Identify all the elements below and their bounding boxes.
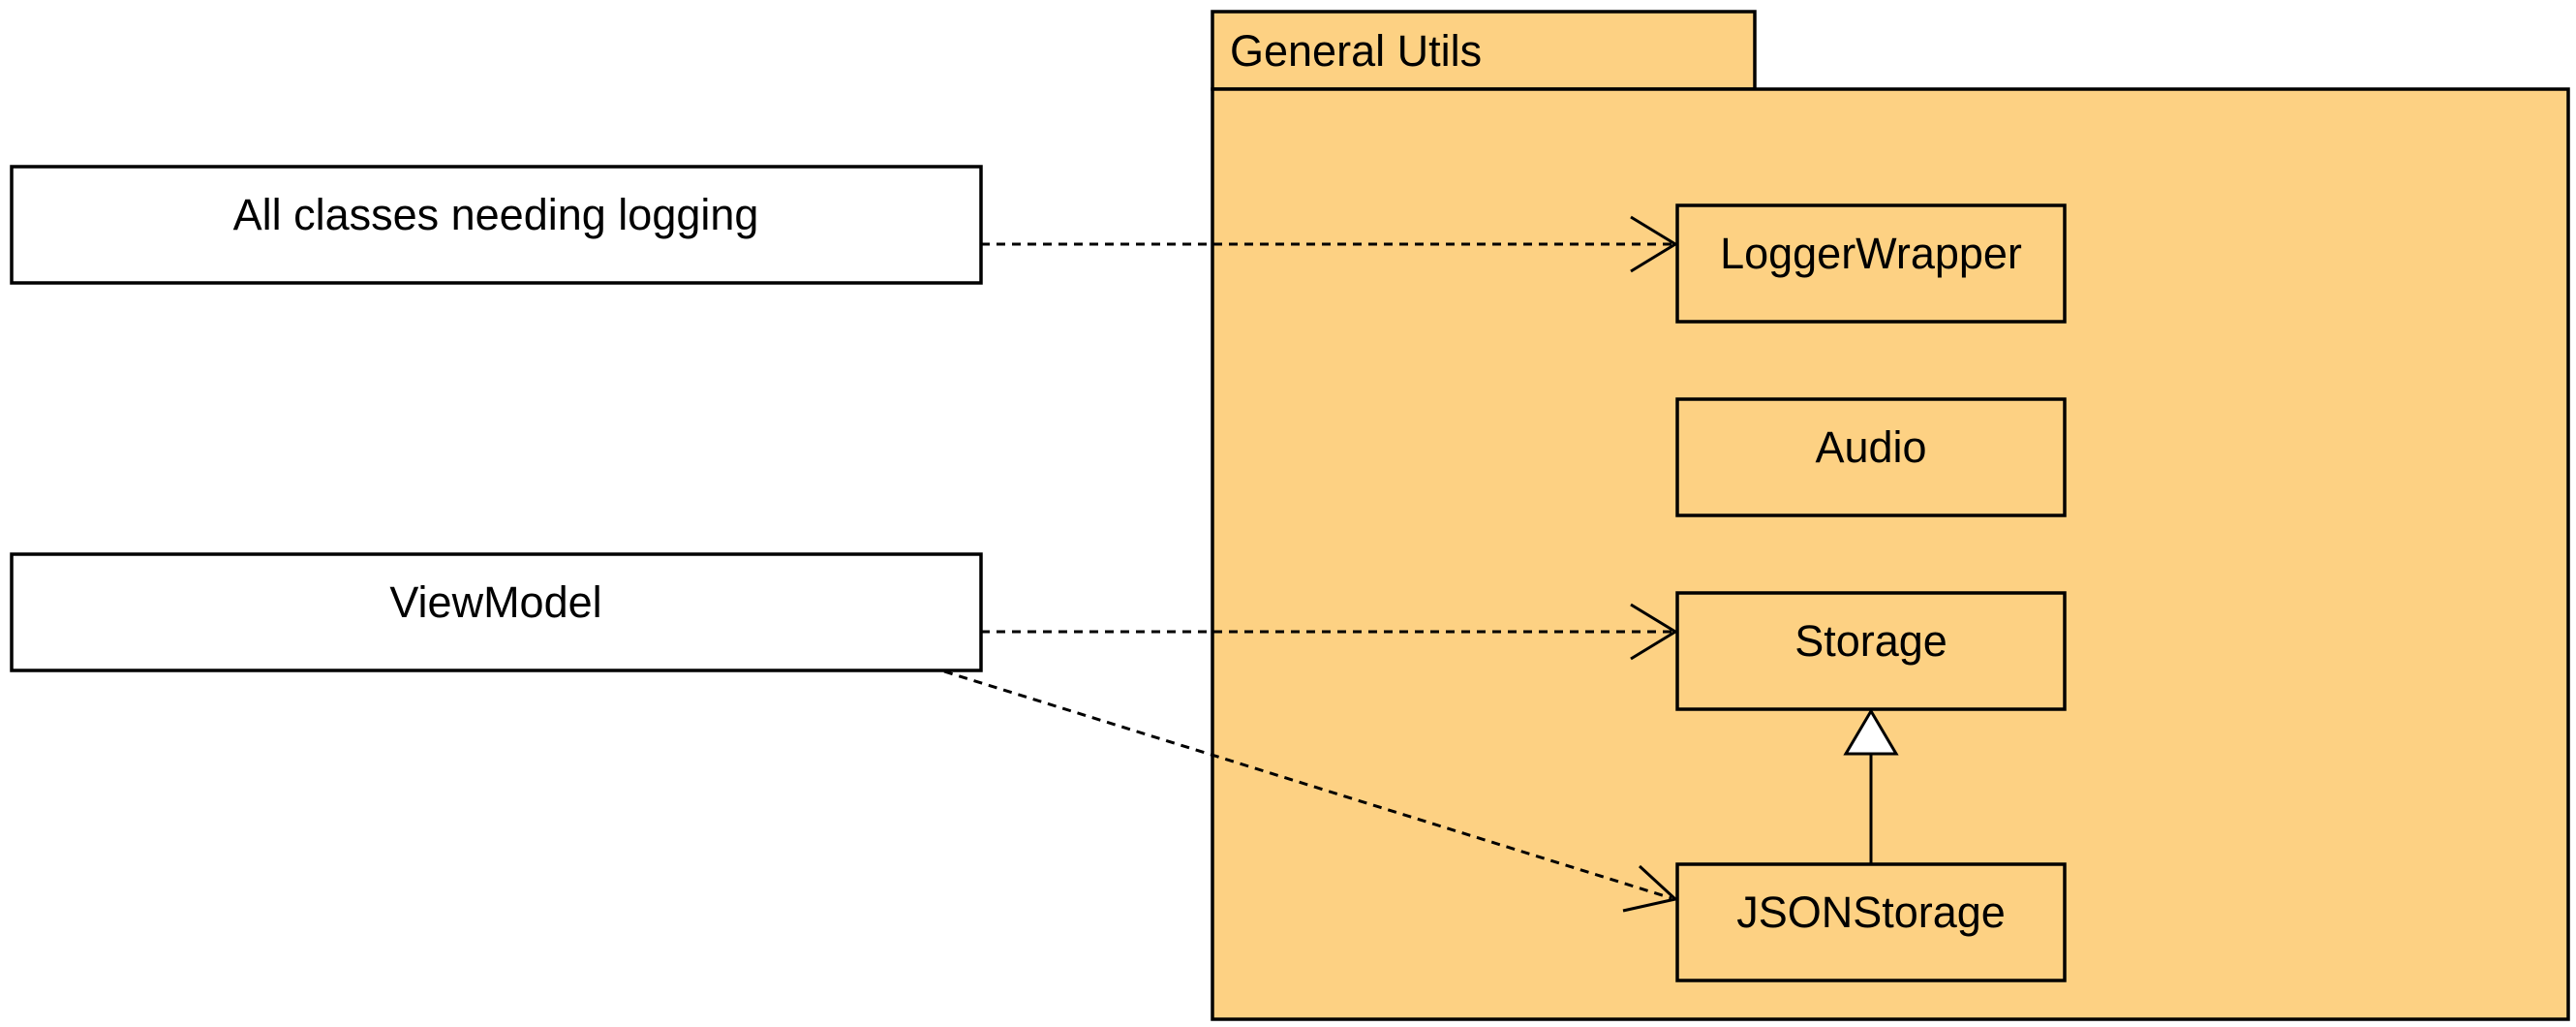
class-storage[interactable]: Storage — [1675, 591, 2067, 711]
class-jsonstorage[interactable]: JSONStorage — [1675, 862, 2067, 982]
class-box — [1675, 203, 2067, 324]
class-loggerwrapper[interactable]: LoggerWrapper — [1675, 203, 2067, 324]
relationships — [943, 215, 1899, 913]
class-label: LoggerWrapper — [1720, 229, 2022, 278]
dependency-line-viewmodel-jsonstorage[interactable] — [943, 669, 1672, 900]
class-label: Storage — [1794, 616, 1947, 666]
class-label: JSONStorage — [1736, 887, 2006, 937]
class-box — [1675, 862, 2067, 982]
class-box — [10, 552, 983, 672]
hollow-triangle-arrowhead — [1843, 708, 1899, 756]
class-all-classes-needing-logging[interactable]: All classes needing logging — [10, 165, 983, 285]
class-box — [10, 165, 983, 285]
class-viewmodel[interactable]: ViewModel — [10, 552, 983, 672]
class-label: Audio — [1815, 422, 1926, 472]
open-arrowhead-jsonstorage — [1622, 864, 1679, 913]
package-name: General Utils — [1230, 26, 1482, 76]
class-label: ViewModel — [389, 577, 601, 627]
class-audio[interactable]: Audio — [1675, 397, 2067, 517]
class-box — [1675, 591, 2067, 711]
class-label: All classes needing logging — [233, 190, 759, 239]
open-arrowhead-storage — [1630, 603, 1678, 661]
open-arrowhead-logging — [1630, 215, 1678, 273]
class-box — [1675, 397, 2067, 517]
